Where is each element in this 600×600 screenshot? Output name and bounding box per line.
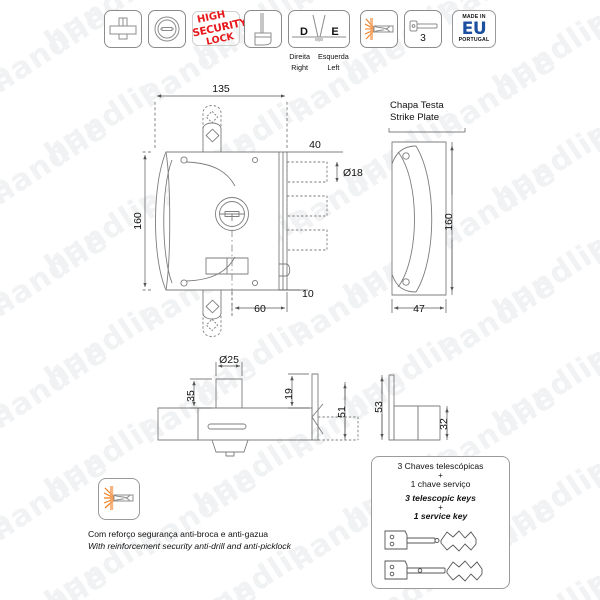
dim-total-depth: 51 xyxy=(336,406,348,418)
anti-drill-note-pt: Com reforço segurança anti-broca e anti-… xyxy=(88,529,269,539)
icon-cell-cylinder-section xyxy=(104,10,142,50)
keys-note-pt-line1: 3 Chaves telescópicas xyxy=(397,461,484,471)
keys-count-icon: 3 xyxy=(404,10,442,48)
lock-body-front-view xyxy=(155,105,328,337)
dim-strike-side-height: 53 xyxy=(373,401,385,413)
made-in-eu-badge: MADE IN EU PORTUGAL xyxy=(452,10,496,48)
eu-badge-bottom: PORTUGAL xyxy=(458,36,490,43)
svg-text:D: D xyxy=(300,26,308,38)
strike-side-dimensions xyxy=(380,375,449,440)
strike-plate-dimensions xyxy=(391,142,454,313)
dim-front-width: 135 xyxy=(212,83,230,95)
icon-cell-door-mount xyxy=(244,10,282,50)
dim-strike-side-depth: 32 xyxy=(438,418,450,430)
svg-text:E: E xyxy=(331,26,338,38)
keys-note-en-line2: 1 service key xyxy=(413,511,468,521)
handing-caption-en-left: Right xyxy=(291,63,308,72)
handing-icon: D E xyxy=(288,10,350,48)
keys-note-pt-line2: 1 chave serviço xyxy=(410,479,471,489)
strike-plate-view xyxy=(388,128,466,296)
dim-faceplate-thickness: 10 xyxy=(302,288,314,300)
icon-cell-keys-count: 3 xyxy=(404,10,442,50)
strike-plate-title-en: Strike Plate xyxy=(390,112,440,123)
dim-bolt-diameter: Ø18 xyxy=(343,167,363,179)
icon-cell-anti-drill xyxy=(360,10,398,50)
keys-count-value: 3 xyxy=(420,33,426,44)
anti-drill-note-en: With reinforcement security anti-drill a… xyxy=(88,541,291,551)
keys-note-plus-2: + xyxy=(438,503,443,512)
keys-note-box: 3 Chaves telescópicas + 1 chave serviço … xyxy=(371,456,510,589)
icon-cell-handing: D E Direita Right Esquerda Left xyxy=(288,10,350,72)
handing-caption-pt-left: Direita xyxy=(289,52,310,61)
dim-cylinder-diameter: Ø25 xyxy=(219,354,239,366)
handing-caption-en-right: Left xyxy=(327,63,340,72)
anti-drill-note-icon xyxy=(98,478,140,520)
lock-body-side-view xyxy=(157,373,359,457)
strike-plate-title-pt: Chapa Testa xyxy=(390,100,444,111)
eu-badge-main: EU xyxy=(461,18,487,39)
anti-drill-icon xyxy=(360,10,398,48)
strike-plate-title: Chapa Testa Strike Plate xyxy=(390,100,444,124)
keys-note-plus-1: + xyxy=(438,471,443,480)
dim-strike-height: 160 xyxy=(443,213,455,231)
dimension-labels: 135 160 40 Ø18 60 10 160 47 Ø25 35 19 51… xyxy=(132,83,455,430)
door-mount-icon xyxy=(244,10,282,48)
strike-plate-side-view xyxy=(388,374,441,441)
icon-cell-made-in-eu: MADE IN EU PORTUGAL xyxy=(452,10,496,48)
eu-badge-top: MADE IN xyxy=(462,14,486,21)
feature-icon-strip: HIGH SECURITY LOCK xyxy=(104,9,508,72)
cylinder-section-icon xyxy=(104,10,142,48)
dim-bolt-offset: 40 xyxy=(309,139,321,151)
icon-cell-high-security: HIGH SECURITY LOCK xyxy=(191,9,248,48)
dim-keyhole-offset: 60 xyxy=(254,303,266,315)
anti-drill-note: Com reforço segurança anti-broca e anti-… xyxy=(88,528,291,552)
dim-front-height: 160 xyxy=(132,212,144,230)
keys-note-en-line1: 3 telescopic keys xyxy=(405,493,476,503)
dim-strike-width: 47 xyxy=(413,303,425,315)
badge-frame xyxy=(192,11,240,46)
handing-caption-pt-right: Esquerda xyxy=(318,52,349,61)
dim-cylinder-projection: 35 xyxy=(185,390,197,402)
side-view-dimensions xyxy=(190,362,347,440)
icon-cell-rim-cylinder xyxy=(148,10,186,50)
telescopic-keys-illustration xyxy=(377,525,505,592)
high-security-lock-badge: HIGH SECURITY LOCK xyxy=(191,9,248,48)
front-view-dimensions xyxy=(141,94,343,316)
dim-body-depth: 19 xyxy=(283,388,295,400)
rim-cylinder-icon xyxy=(148,10,186,48)
